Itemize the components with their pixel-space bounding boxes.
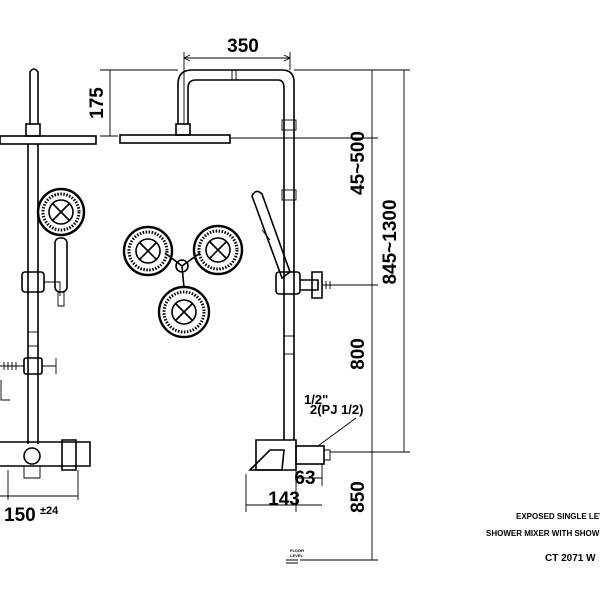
front-rain-shower-head: [0, 135, 97, 145]
triple-head-left: [122, 225, 174, 277]
side-mixer-inlet: [295, 445, 325, 465]
side-arm-collar: [281, 119, 297, 131]
center-distance-dim-line: [0, 470, 79, 500]
connection-top: 1/2": [304, 392, 328, 407]
side-rain-head: [119, 134, 231, 144]
side-diverter: [283, 335, 295, 355]
front-top-nozzle: [29, 68, 39, 124]
side-arm-collar-2: [281, 189, 297, 201]
dim-inlet-depth: 63: [294, 468, 315, 489]
dim-arm-range: 45~500: [348, 131, 369, 195]
front-head-mount: [25, 123, 41, 137]
side-mixer-body: [255, 439, 297, 471]
front-hand-shower: [54, 237, 68, 293]
dim-depth-line-143: [245, 474, 322, 512]
front-mixer-outlet: [23, 447, 41, 465]
dim-center-tolerance: ±24: [40, 505, 59, 517]
title-line-1: EXPOSED SINGLE LEVER: [516, 512, 600, 521]
side-arm-pipe: [177, 69, 295, 440]
dim-width-line: [183, 52, 291, 124]
side-mixer-lever: [248, 449, 285, 471]
triple-head-bottom: [157, 285, 211, 339]
side-hand-shower: [251, 190, 291, 280]
side-view: [119, 69, 357, 471]
front-riser-pipe: [27, 144, 39, 444]
triple-head-right: [192, 224, 244, 276]
title-code: CT 2071 W: [545, 553, 596, 564]
dim-total-range: 845~1300: [380, 199, 401, 284]
front-diverter: [27, 331, 39, 347]
round-face-ring: [41, 192, 81, 232]
front-slide-bracket: [21, 271, 45, 293]
dimension-lines: [100, 52, 410, 564]
side-mixer-eccentric: [324, 449, 331, 461]
side-hand-shower-hose: [261, 229, 271, 241]
side-holder: [275, 271, 301, 295]
dim-ext-lines: [230, 69, 410, 561]
front-wall-screw: [0, 358, 57, 374]
connection-leader: [317, 417, 357, 447]
triple-connector-hub: [175, 259, 189, 273]
side-arm-joint: [231, 70, 237, 80]
front-view: [0, 68, 97, 500]
floor-label-line2: LEVEL: [290, 553, 303, 558]
front-hand-shower-tip: [57, 292, 65, 307]
front-wall-bracket: [23, 357, 43, 375]
round-face-cross: [52, 203, 70, 221]
side-head-mount: [175, 123, 191, 136]
front-left-guide: [0, 380, 10, 401]
dim-arm-height-line: [100, 69, 178, 137]
floor-label-line1: FLOOR: [290, 548, 304, 553]
dim-mixer-height: 850: [348, 481, 369, 513]
dim-center-distance: 150: [4, 505, 36, 526]
round-face-outer: [36, 187, 86, 237]
triple-head-view: [122, 224, 244, 339]
title-line-2: SHOWER MIXER WITH SHOWER: [486, 529, 600, 538]
round-face-inner: [48, 199, 74, 225]
front-mixer-lever: [61, 439, 77, 471]
dim-arm-height: 175: [87, 87, 108, 119]
side-arm-pipe-inner: [187, 79, 285, 440]
round-shower-face: [36, 187, 86, 237]
front-mixer-spout: [23, 466, 41, 479]
side-wall-screw: [322, 281, 336, 289]
dim-mixer-depth: 143: [268, 489, 300, 510]
side-wall-bracket: [300, 271, 323, 299]
dim-handset-height: 800: [348, 338, 369, 370]
floor-marker: [286, 559, 298, 564]
dim-width: 350: [227, 36, 259, 57]
connection-bottom: 2(PJ 1/2): [310, 402, 363, 417]
front-mixer-body: [0, 441, 91, 467]
